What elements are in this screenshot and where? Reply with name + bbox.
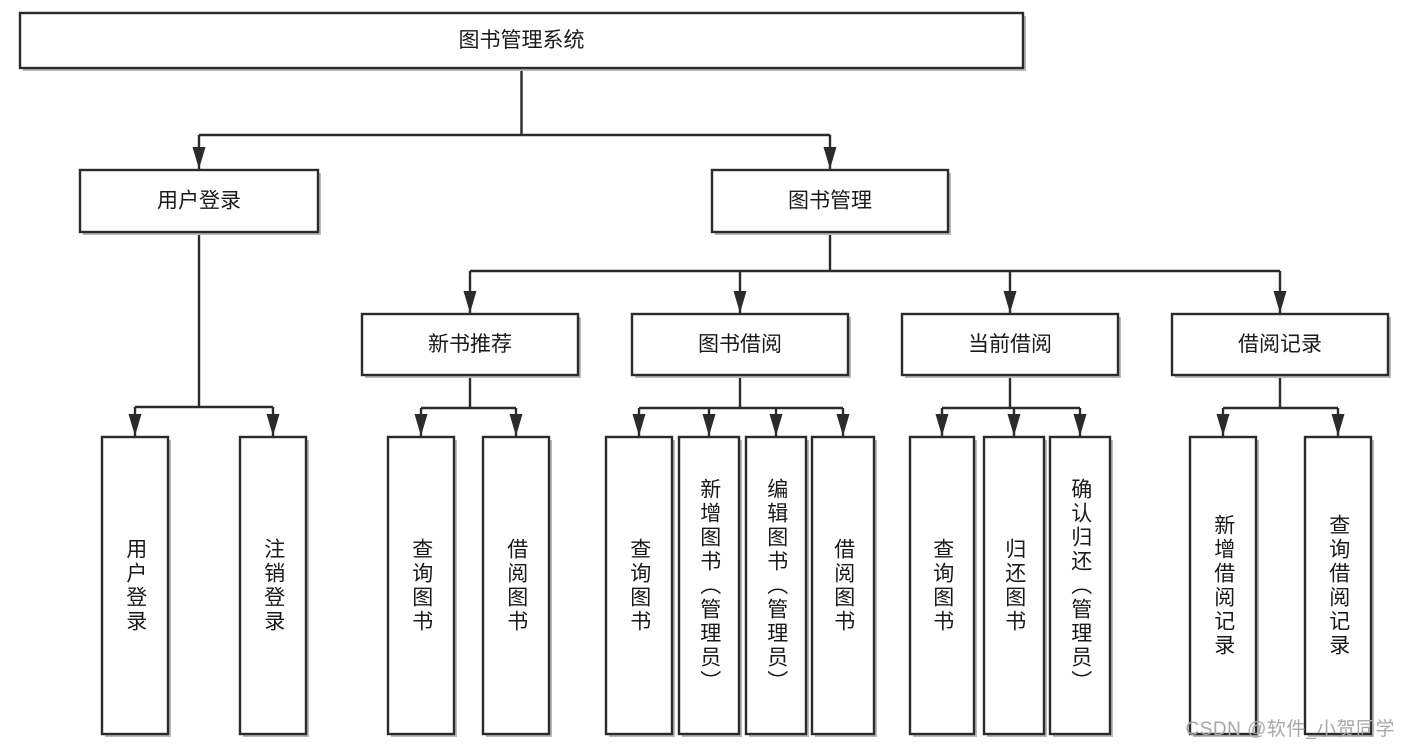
boxes-layer	[18, 11, 1390, 736]
arrow-head-icon	[733, 291, 747, 313]
node-leaf-box-4[interactable]	[604, 435, 674, 736]
arrow-head-icon	[1273, 291, 1287, 313]
node-leaf-box-10[interactable]	[1048, 435, 1112, 736]
node-level2-box-0[interactable]	[78, 168, 320, 234]
arrow-head-icon	[935, 414, 949, 436]
node-leaf-box-6[interactable]	[744, 435, 808, 736]
arrow-head-icon	[1216, 414, 1230, 436]
node-level3-box-0[interactable]	[360, 312, 580, 377]
node-root-box[interactable]	[18, 11, 1025, 70]
node-level3-label-2: 当前借阅	[968, 333, 1052, 356]
node-leaf-box-12[interactable]	[1303, 435, 1373, 736]
node-level3-label-0: 新书推荐	[428, 333, 512, 356]
arrow-head-icon	[1331, 414, 1345, 436]
watermark-text: CSDN @软件_小贺同学	[1185, 719, 1395, 740]
connectors-layer	[128, 68, 1345, 436]
arrow-head-icon	[1007, 414, 1021, 436]
node-leaf-box-3[interactable]	[481, 435, 551, 736]
node-level2-label-1: 图书管理	[788, 190, 872, 213]
node-level3-label-3: 借阅记录	[1238, 333, 1322, 356]
arrow-head-icon	[1003, 291, 1017, 313]
arrow-head-icon	[509, 414, 523, 436]
node-level3-box-3[interactable]	[1170, 312, 1390, 377]
arrow-head-icon	[632, 414, 646, 436]
arrow-head-icon	[769, 414, 783, 436]
node-leaf-box-9[interactable]	[982, 435, 1046, 736]
node-leaf-box-5[interactable]	[677, 435, 741, 736]
node-leaf-box-0[interactable]	[100, 435, 170, 736]
node-level3-box-1[interactable]	[630, 312, 850, 377]
node-leaf-box-11[interactable]	[1188, 435, 1258, 736]
arrow-head-icon	[1073, 414, 1087, 436]
arrow-head-icon	[463, 291, 477, 313]
node-root-label: 图书管理系统	[459, 29, 585, 52]
arrow-head-icon	[414, 414, 428, 436]
arrow-head-icon	[128, 414, 142, 436]
arrow-head-icon	[266, 414, 280, 436]
node-level3-box-2[interactable]	[900, 312, 1120, 377]
arrow-head-icon	[192, 147, 206, 169]
node-level3-label-1: 图书借阅	[698, 333, 782, 356]
arrow-head-icon	[702, 414, 716, 436]
arrow-head-icon	[823, 147, 837, 169]
node-level2-label-0: 用户登录	[157, 190, 241, 213]
node-leaf-box-2[interactable]	[386, 435, 456, 736]
arrow-head-icon	[836, 414, 850, 436]
node-leaf-box-7[interactable]	[810, 435, 876, 736]
node-leaf-box-1[interactable]	[238, 435, 308, 736]
node-leaf-box-8[interactable]	[908, 435, 976, 736]
node-level2-box-1[interactable]	[710, 168, 950, 234]
